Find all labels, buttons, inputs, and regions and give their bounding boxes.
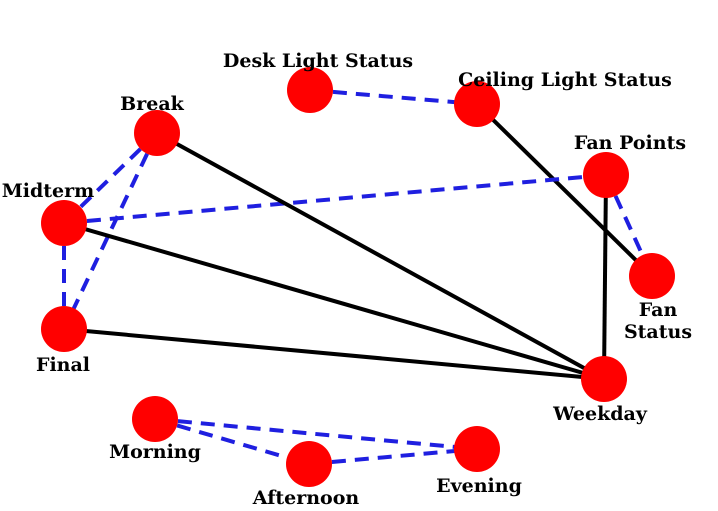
edge-morning-to-afternoon <box>154 417 310 466</box>
node-label-line: Status <box>624 321 692 343</box>
node-label-break: Break <box>120 93 184 115</box>
edge-fan-points-to-weekday <box>602 174 608 380</box>
node-weekday <box>581 356 627 402</box>
node-final <box>41 306 87 352</box>
node-label-ceiling-light-status: Ceiling Light Status <box>458 69 672 91</box>
node-label-line: Afternoon <box>252 487 360 509</box>
node-label-line: Fan Points <box>574 132 686 154</box>
node-afternoon <box>286 441 332 487</box>
node-fan-status <box>629 253 675 299</box>
node-label-afternoon: Afternoon <box>252 487 360 509</box>
edge-morning-to-evening <box>154 417 478 451</box>
edge-midterm-to-fan-points <box>63 173 607 225</box>
node-label-line: Morning <box>109 441 201 463</box>
node-label-line: Final <box>36 354 90 376</box>
edge-final-to-weekday <box>63 327 605 381</box>
edge-ceiling-light-status-to-fan-status <box>475 102 654 278</box>
node-label-desk-light-status: Desk Light Status <box>223 50 413 72</box>
node-label-fan-points: Fan Points <box>574 132 686 154</box>
node-label-line: Midterm <box>2 180 95 202</box>
node-label-line: Break <box>120 93 184 115</box>
node-label-line: Ceiling Light Status <box>458 69 672 91</box>
node-desk-light-status <box>287 67 333 113</box>
nodes-layer <box>41 67 675 487</box>
node-break <box>134 110 180 156</box>
node-evening <box>454 426 500 472</box>
edge-desk-light-status-to-ceiling-light-status <box>309 88 478 106</box>
node-midterm <box>41 200 87 246</box>
edge-break-to-final <box>62 132 159 330</box>
node-label-weekday: Weekday <box>552 403 648 425</box>
edge-afternoon-to-evening <box>308 447 478 466</box>
node-label-line: Desk Light Status <box>223 50 413 72</box>
node-label-line: Evening <box>436 475 522 497</box>
edge-break-to-weekday <box>156 131 605 381</box>
node-label-morning: Morning <box>109 441 201 463</box>
node-label-midterm: Midterm <box>2 180 95 202</box>
node-ceiling-light-status <box>454 81 500 127</box>
node-morning <box>132 396 178 442</box>
edge-midterm-to-weekday <box>63 221 605 381</box>
node-label-final: Final <box>36 354 90 376</box>
node-label-line: Fan <box>639 299 678 321</box>
node-label-evening: Evening <box>436 475 522 497</box>
node-label-line: Weekday <box>552 403 648 425</box>
node-fan-points <box>583 152 629 198</box>
